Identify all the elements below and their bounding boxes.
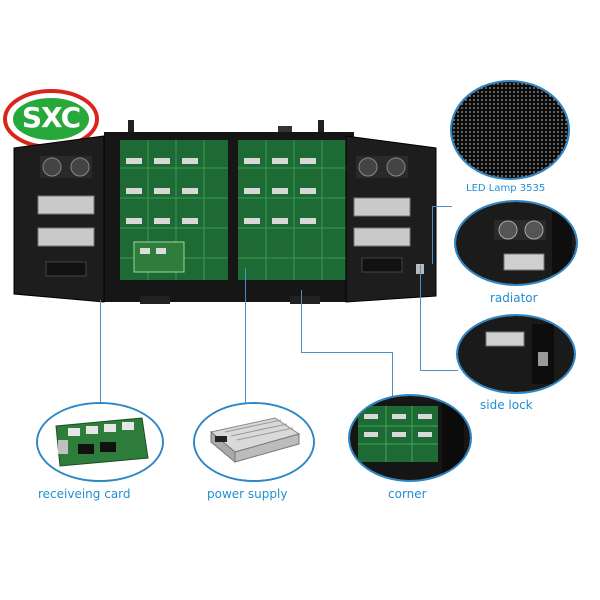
receiving-card-callout <box>36 402 164 482</box>
radiator-label: radiator <box>490 291 538 305</box>
connector-line <box>301 290 302 352</box>
side-lock-label: side lock <box>480 398 533 412</box>
led-matrix-icon <box>452 82 568 178</box>
connector-line <box>100 300 101 404</box>
receiving-card-label: receiveing card <box>38 487 131 501</box>
logo: SXC <box>2 88 100 150</box>
side-lock-callout <box>456 314 576 394</box>
corner-callout <box>348 394 472 482</box>
radiator-callout <box>454 200 578 286</box>
led-lamp-callout <box>450 80 570 180</box>
connector-line <box>420 370 458 371</box>
cabinet-corner-icon <box>350 396 470 480</box>
power-supply-icon <box>195 404 313 480</box>
connector-line <box>392 352 393 402</box>
connector-line <box>432 206 433 264</box>
power-supply-callout <box>193 402 315 482</box>
logo-text: SXC <box>21 101 81 134</box>
power-supply-label: power supply <box>207 487 288 501</box>
logo-badge-icon <box>3 89 99 149</box>
connector-line <box>245 268 246 404</box>
led-cabinet-illustration <box>13 120 437 304</box>
circuit-board-icon <box>38 404 162 480</box>
cabinet <box>0 118 460 308</box>
connector-line <box>420 265 421 370</box>
connector-line <box>432 206 452 207</box>
connector-line <box>301 352 393 353</box>
led-lamp-label: LED Lamp 3535 <box>466 183 546 194</box>
side-lock-icon <box>458 316 574 392</box>
fan-icon <box>456 202 576 284</box>
corner-label: corner <box>388 487 427 501</box>
